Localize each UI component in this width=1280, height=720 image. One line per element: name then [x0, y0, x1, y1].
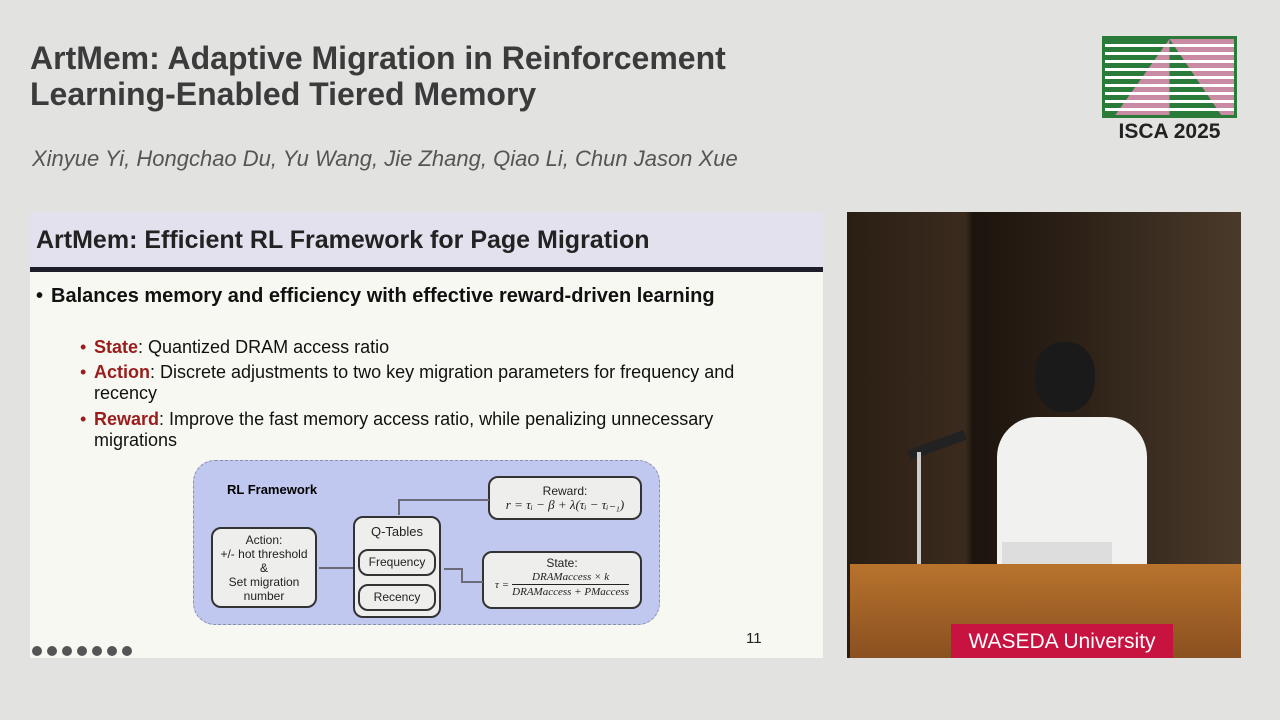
state-arrow-h — [461, 581, 483, 583]
slide-title: ArtMem: Efficient RL Framework for Page … — [36, 226, 650, 254]
pen-icon[interactable] — [47, 646, 57, 656]
authors: Xinyue Yi, Hongchao Du, Yu Wang, Jie Zha… — [32, 146, 738, 171]
next-icon[interactable] — [122, 646, 132, 656]
mic-stand — [917, 452, 921, 567]
state-arrow — [444, 568, 462, 570]
sub-bullet-reward: •Reward: Improve the fast memory access … — [80, 409, 714, 450]
state-arrow-v — [461, 568, 463, 582]
main-bullet: •Balances memory and efficiency with eff… — [36, 285, 715, 307]
page-number: 11 — [746, 630, 762, 647]
zoom-icon[interactable] — [62, 646, 72, 656]
action-arrow — [319, 567, 353, 569]
isca-logo — [1102, 36, 1237, 118]
frequency-box: Frequency — [358, 549, 436, 576]
diagram-label: RL Framework — [227, 482, 318, 497]
sub-bullet-action: •Action: Discrete adjustments to two key… — [80, 362, 735, 403]
speaker-video: WASEDA University — [847, 212, 1241, 658]
logo-text: ISCA 2025 — [1118, 120, 1221, 143]
slide-controls — [32, 646, 132, 656]
qtables-box: Q-Tables Frequency Recency — [353, 516, 441, 618]
prev-icon[interactable] — [32, 646, 42, 656]
slide-header: ArtMem: Efficient RL Framework for Page … — [30, 212, 823, 272]
sub-bullet-state: •State: Quantized DRAM access ratio — [80, 337, 390, 357]
recency-box: Recency — [358, 584, 436, 611]
reward-box: Reward:r = τᵢ − β + λ(τᵢ − τᵢ₋₁) — [488, 476, 642, 520]
more-icon[interactable] — [107, 646, 117, 656]
talk-title: ArtMem: Adaptive Migration in Reinforcem… — [30, 40, 726, 112]
cc-icon[interactable] — [77, 646, 87, 656]
camera-icon[interactable] — [92, 646, 102, 656]
slide: ArtMem: Efficient RL Framework for Page … — [30, 212, 823, 658]
rl-framework-diagram: RL Framework Reward:r = τᵢ − β + λ(τᵢ − … — [193, 460, 660, 625]
waseda-sign: WASEDA University — [951, 624, 1173, 658]
speaker-head — [1035, 342, 1095, 412]
reward-arrow — [399, 499, 489, 501]
reward-arrow-down — [398, 499, 400, 515]
